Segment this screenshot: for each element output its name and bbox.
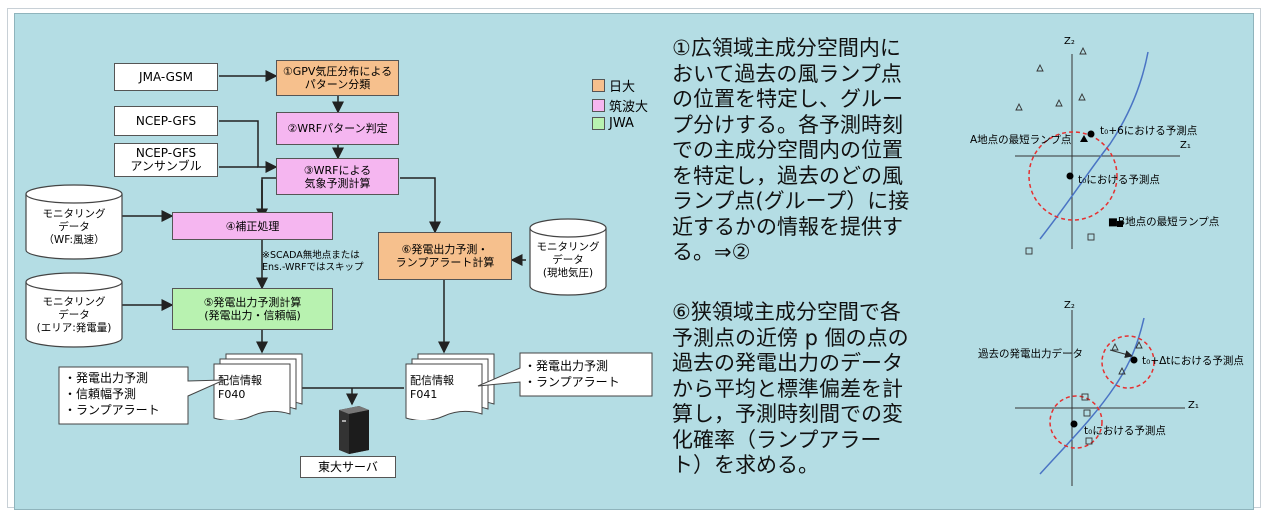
plot2-past-label: 過去の発電出力データ [978,348,1083,360]
cylinder-pressure-monitoring [529,218,607,296]
plot1-t0-label: t₀における予測点 [1078,174,1160,186]
scada-skip-note: ※SCADA無地点または Ens.-WRFではスキップ [262,250,364,273]
neighborhood-circle [1028,131,1118,221]
forecast-point-t-dt [1130,356,1138,364]
forecast-point-t0-2 [1070,420,1078,428]
callout-right-text: ・発電出力予測 ・ランプアラート [524,359,620,389]
legend-swatch-pink [592,99,605,112]
principal-component-plot-2 [1015,310,1185,486]
step-6-ramp-alert: ⑥発電出力予測・ ランプアラート計算 [378,232,512,280]
plot2-z2-label: Z₂ [1064,300,1075,311]
plot1-z2-label: Z₂ [1064,36,1075,47]
legend-swatch-orange [592,79,605,92]
description-step-1: ①広領域主成分空間内に おいて過去の風ランプ点 の位置を特定し、グルー プ分けす… [672,36,910,264]
callout-right-shape [477,352,653,397]
principal-component-plot-1 [1015,46,1180,255]
document-f041-label: 配信情報 F041 [410,374,454,401]
cylinder-area-label: モニタリング データ (エリア:発電量) [36,296,112,334]
source-ncep-gfs: NCEP-GFS [114,106,218,136]
step-2-wrf-pattern: ②WRFパターン判定 [276,112,399,145]
document-stack-f040 [213,353,303,420]
legend-item-nichidai: 日大 [592,76,635,95]
plot1-z1-label: Z₁ [1180,140,1191,151]
past-ramp-points [1015,46,1095,255]
diagram-panel [14,13,1254,510]
plot1-t6-label: t₀+6における予測点 [1100,125,1198,137]
cylinder-wf-monitoring [25,184,123,260]
cylinder-pressure-label: モニタリング データ (現地気圧) [536,241,600,279]
server-icon [339,406,369,454]
plot2-t0-label: t₀における予測点 [1084,425,1166,437]
step-5-output-forecast: ⑤発電出力予測計算 (発電出力・信頼幅) [172,288,333,330]
cylinder-area-monitoring [25,272,123,348]
plot1-a-label: A地点の最短ランプ点 [970,134,1072,146]
plot2-z1-label: Z₁ [1188,400,1199,411]
legend-swatch-green [592,117,605,130]
legend-label: JWA [609,116,634,131]
source-ncep-gfs-ensemble: NCEP-GFS アンサンブル [114,143,218,177]
document-stack-f041 [405,353,495,420]
forecast-point-t6 [1087,130,1095,138]
legend-item-tsukuba: 筑波大 [592,96,648,115]
cylinder-wf-label: モニタリング データ （WF:風速） [42,208,106,246]
neighborhood-circle-t0 [1049,395,1103,449]
legend-item-jwa: JWA [592,116,634,131]
past-output-points [1081,340,1143,445]
document-f040-label: 配信情報 F040 [218,374,262,401]
legend-label: 筑波大 [609,100,649,115]
step-4-correction: ④補正処理 [172,212,333,240]
plot1-b-label: ■B地点の最短ランプ点 [1108,216,1220,228]
server-label: 東大サーバ [300,456,396,478]
legend-label: 日大 [609,80,636,95]
step-1-pattern-classification: ①GPV気圧分布による パターン分類 [276,60,399,96]
source-jma-gsm: JMA-GSM [114,63,218,91]
a-ramp-marker [1080,135,1088,142]
trajectory-curve [1039,51,1149,240]
description-step-6: ⑥狭領域主成分空間で各 予測点の近傍 p 個の点の 過去の発電出力のデータ から… [672,300,909,477]
trajectory-curve-2 [1039,317,1145,475]
callout-left-shape [58,366,225,425]
neighborhood-circle-t-dt [1101,335,1155,389]
forecast-point-t0 [1066,172,1074,180]
plot2-tdt-label: t₀+Δtにおける予測点 [1142,355,1244,367]
callout-left-text: ・発電出力予測 ・信頼幅予測 ・ランプアラート [64,371,160,417]
step-3-wrf-forecast: ③WRFによる 気象予測計算 [276,158,399,195]
